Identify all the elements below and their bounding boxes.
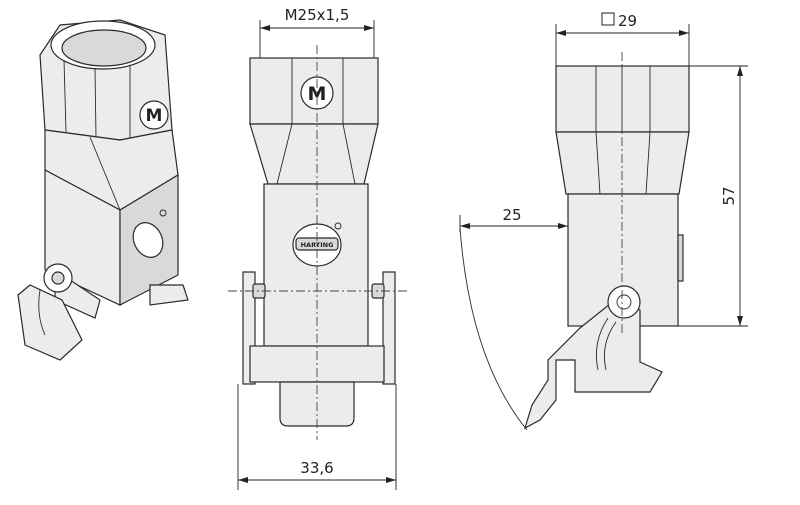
dimension-lines	[237, 12, 748, 490]
front-m-logo-letter: M	[308, 83, 327, 105]
side-taper	[555, 131, 690, 195]
dim-offset-label: 25	[502, 206, 521, 224]
square-symbol	[601, 12, 615, 26]
dim-square-label: 29	[618, 12, 637, 30]
isometric-view: M	[17, 19, 189, 361]
iso-lever	[17, 284, 83, 361]
dim-thread-label: M25x1,5	[285, 6, 350, 24]
dim-height-label: 57	[720, 186, 738, 205]
side-view	[459, 52, 690, 431]
iso-badge	[132, 222, 164, 258]
iso-bore-inner	[61, 29, 147, 67]
side-lever	[524, 299, 663, 430]
iso-m-logo-letter: M	[146, 106, 163, 126]
side-lever-pivot	[607, 285, 641, 319]
front-view: M HARTING	[228, 45, 408, 440]
iso-foot-right	[149, 284, 189, 306]
iso-m-logo	[139, 100, 169, 130]
front-taper	[249, 123, 379, 185]
dim-width-label: 33,6	[300, 459, 333, 477]
side-nut	[555, 65, 690, 133]
front-lever-right	[382, 271, 396, 385]
